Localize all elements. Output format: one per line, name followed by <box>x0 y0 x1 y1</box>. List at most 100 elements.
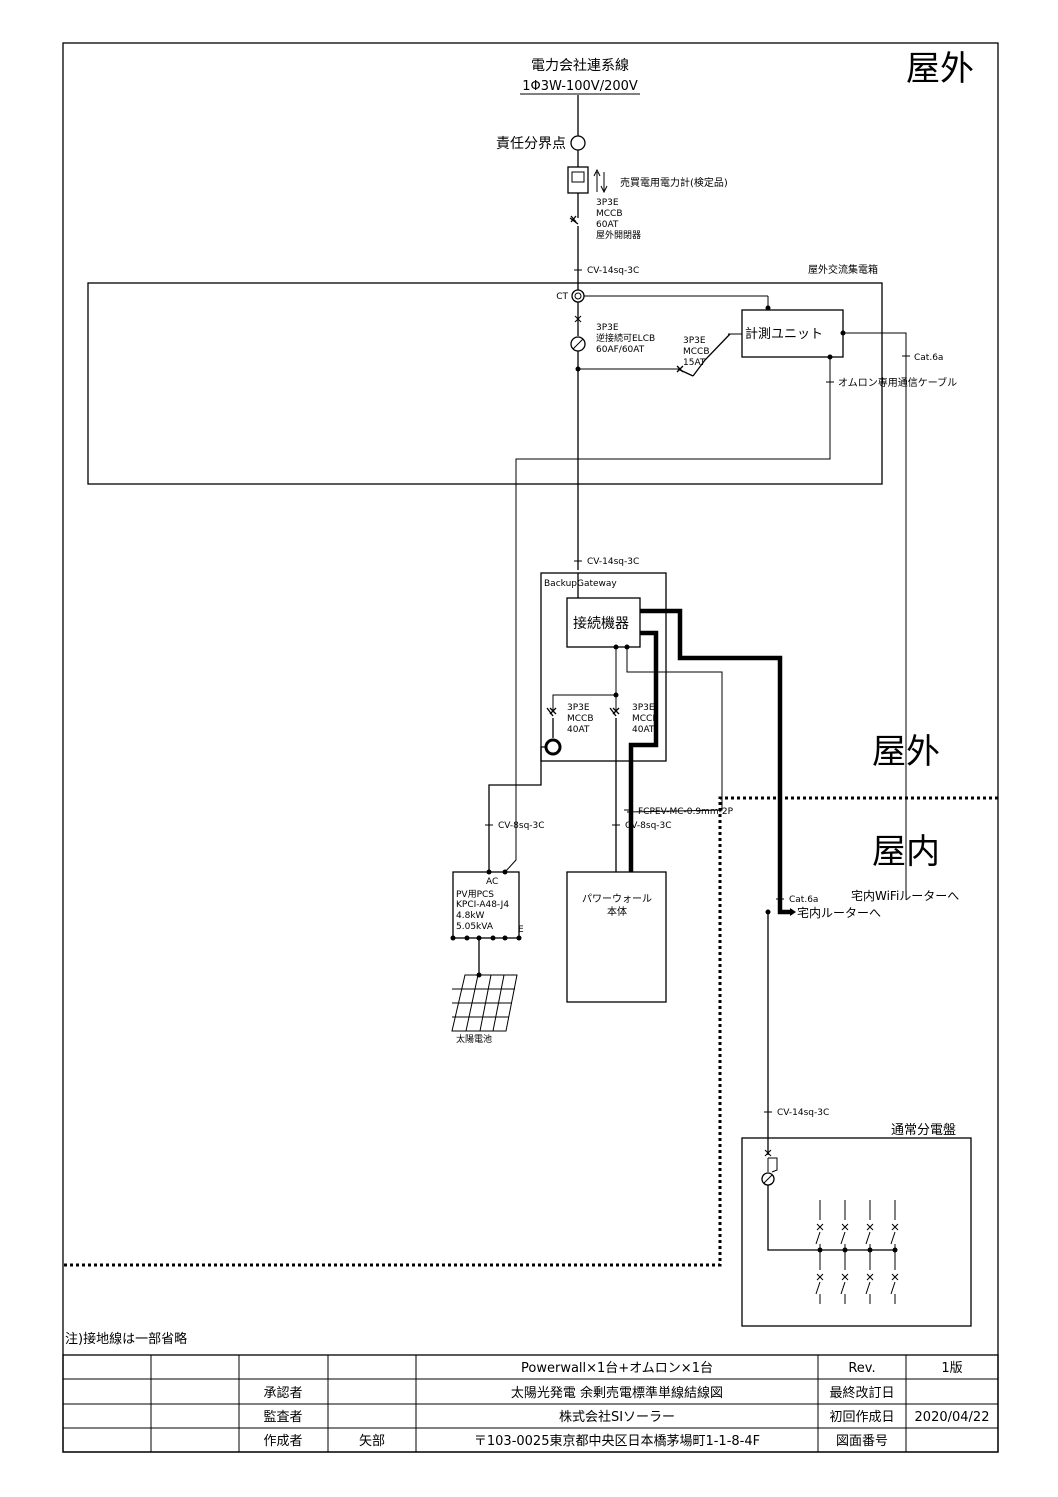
fcpev-label: FCPEV-MC-0.9mm-2P <box>638 807 734 817</box>
title-row2: 太陽光発電 余剰売電標準単線結線図 <box>511 1385 723 1401</box>
dist-main-breaker-slash <box>763 1174 773 1184</box>
bidirectional-arrow-icon <box>593 168 608 194</box>
powerwall-box <box>566 871 667 1003</box>
cable-label-cv8-right: CV-8sq-3C <box>625 821 672 831</box>
terminal-dot <box>450 935 456 941</box>
author-name: 矢部 <box>359 1434 385 1449</box>
pv-output-line <box>488 746 546 872</box>
cat6a-line <box>843 332 907 897</box>
outdoor-breaker-spec-1: 3P3E <box>596 198 619 208</box>
checker-label: 監査者 <box>263 1409 302 1425</box>
powerwall-power-line <box>628 630 659 872</box>
mccb-15a-spec-2: MCCB <box>683 347 710 357</box>
company-name: 株式会社SIソーラー <box>559 1409 675 1425</box>
wifi-router-label: 宅内WiFiルーターへ <box>851 888 959 903</box>
outdoor-breaker-spec-4: 屋外開閉器 <box>596 229 641 241</box>
backup-branch-line <box>552 647 617 712</box>
grid-title: 電力会社連系線 <box>531 58 629 74</box>
junction-dot <box>486 869 492 875</box>
note-text: 注)接地線は一部省略 <box>65 1331 187 1347</box>
mccb-right-spec-3: 40AT <box>632 725 655 735</box>
title-row1: Powerwall×1台+オムロン×1台 <box>521 1361 713 1376</box>
ct-symbol-inner <box>574 292 582 300</box>
pcs-ac-label: AC <box>486 877 498 887</box>
measurement-unit-label: 計測ユニット <box>745 326 823 342</box>
ac-panel-title: 屋外交流集電箱 <box>808 263 878 276</box>
approver-label: 承認者 <box>263 1385 302 1401</box>
mccb-left-spec-3: 40AT <box>567 725 590 735</box>
cable-label-cv14-gateway: CV-14sq-3C <box>587 557 639 567</box>
ct-label: CT <box>556 292 568 302</box>
cable-label-cv14-dist: CV-14sq-3C <box>777 1108 829 1118</box>
mccb-left-switch-icon <box>546 707 557 738</box>
branch-breaker-3 <box>865 1200 874 1304</box>
breaker-switch-icon <box>569 215 579 236</box>
elcb-spec-3: 60AF/60AT <box>596 345 645 355</box>
mccb-15a-spec-3: 15AT <box>683 358 706 368</box>
elcb-spec-1: 3P3E <box>596 323 619 333</box>
junction-dot <box>892 1247 898 1253</box>
powerwall-label-2: 本体 <box>607 905 627 918</box>
powerwall-label-1: パワーウォール <box>582 893 652 905</box>
omron-cable-label: オムロン専用通信ケーブル <box>838 376 957 389</box>
meter-display <box>571 171 585 183</box>
mccb-right-spec-2: MCCB <box>632 714 659 724</box>
branch-breaker-4 <box>890 1200 899 1304</box>
pcs-spec-2: KPCI-A48-J4 <box>456 900 509 910</box>
dist-bus-line <box>767 1185 895 1251</box>
created-value: 2020/04/22 <box>915 1410 990 1425</box>
junction-dot <box>613 692 619 698</box>
meter-label: 売買電用電力計(検定品) <box>620 176 728 189</box>
indoor-boundary <box>63 796 998 1267</box>
cable-label-cv8-left: CV-8sq-3C <box>498 821 545 831</box>
meter-symbol <box>567 166 589 194</box>
ac-collection-box <box>87 282 883 485</box>
connection-device-box <box>566 597 641 648</box>
pcs-spec-1: PV用PCS <box>456 889 494 900</box>
branch-breaker-2 <box>840 1200 849 1304</box>
arrow-right-icon <box>790 908 796 916</box>
pv-pcs-box <box>452 871 520 939</box>
terminal-dot <box>464 935 470 941</box>
created-label: 初回作成日 <box>829 1410 894 1425</box>
pcs-spec-4: 5.05kVA <box>456 922 494 932</box>
junction-dot <box>502 869 508 875</box>
author-label: 作成者 <box>263 1434 302 1449</box>
junction-dot <box>613 644 619 650</box>
zone-outdoor-top: 屋外 <box>906 49 974 89</box>
outdoor-breaker-spec-3: 60AT <box>596 220 619 230</box>
cat6a-indoor-label: Cat.6a <box>789 895 818 905</box>
backup-load-symbol <box>544 738 562 756</box>
elcb-spec-2: 逆接続可ELCB <box>596 332 655 344</box>
company-address: 〒103-0025東京都中央区日本橋茅場町1-1-8-4F <box>474 1433 760 1449</box>
junction-dot <box>765 909 771 915</box>
mccb-left-spec-2: MCCB <box>567 714 594 724</box>
backup-gateway-title: BackupGateway <box>544 579 617 589</box>
terminal-dot <box>516 935 522 941</box>
solar-panel-icon <box>451 974 518 1032</box>
outdoor-breaker-spec-2: MCCB <box>596 209 623 219</box>
grid-spec: 1Φ3W-100V/200V <box>522 79 638 94</box>
rev-value: 1版 <box>941 1361 962 1376</box>
mccb-15a-spec-1: 3P3E <box>683 336 706 346</box>
rev-label: Rev. <box>848 1361 875 1376</box>
connection-device-label: 接続機器 <box>573 615 629 632</box>
branch-breaker-1 <box>815 1200 824 1304</box>
junction-dot <box>867 1247 873 1253</box>
mccb-15a-switch-icon <box>676 333 731 377</box>
omron-cable-line <box>504 357 831 873</box>
router-label: 宅内ルーターへ <box>797 905 881 920</box>
mccb-right-switch-icon <box>609 707 620 872</box>
ct-symbol <box>571 289 585 303</box>
dist-panel-title: 通常分電盤 <box>891 1123 956 1138</box>
solar-label: 太陽電池 <box>456 1033 492 1045</box>
mccb-left-spec-1: 3P3E <box>567 703 590 713</box>
terminal-dot <box>502 935 508 941</box>
mccb-right-spec-1: 3P3E <box>632 703 655 713</box>
dist-main-switch-icon <box>764 1149 778 1173</box>
fcpev-line <box>626 647 723 813</box>
drawing-frame <box>62 42 999 1453</box>
elcb-switch-icon <box>574 315 582 323</box>
boundary-point-symbol <box>570 135 586 151</box>
